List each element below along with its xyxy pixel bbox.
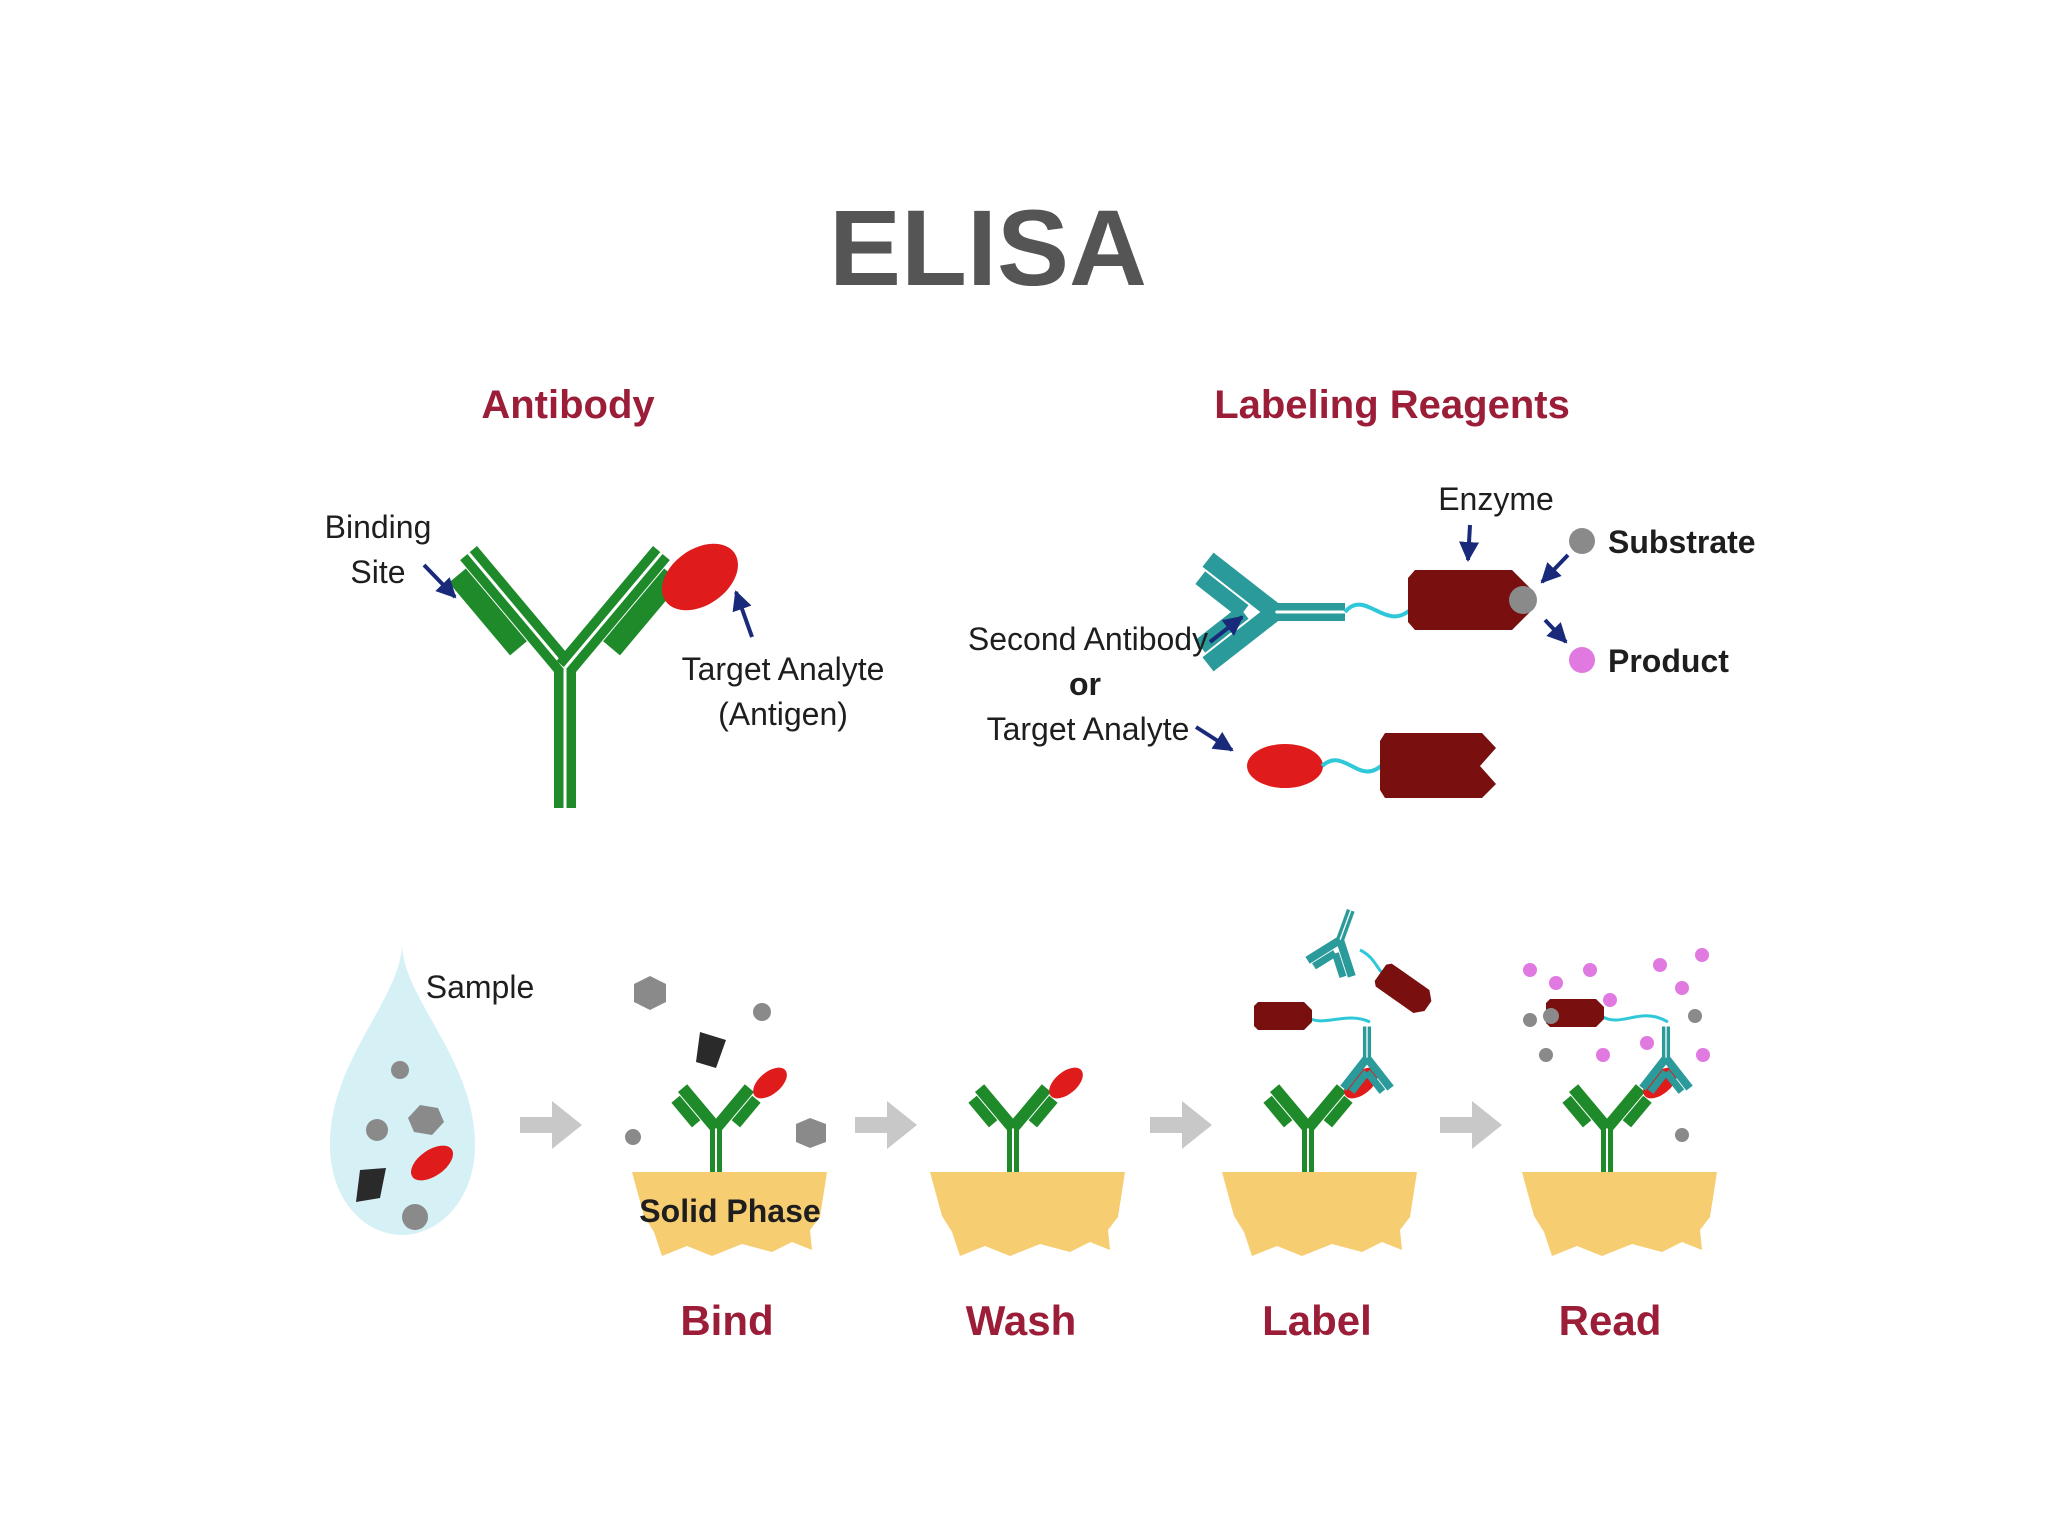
sample-droplet — [330, 945, 475, 1235]
step-read-label: Read — [1559, 1297, 1662, 1344]
process-arrow-4 — [1440, 1101, 1502, 1149]
target-analyte-pointer — [732, 590, 754, 638]
binding-site-pointer — [422, 563, 457, 599]
step-label-label: Label — [1262, 1297, 1372, 1344]
enzyme-label: Enzyme — [1438, 481, 1554, 517]
substrate-bound — [1509, 586, 1537, 614]
read-step-illustration — [1522, 948, 1717, 1256]
antigen-shape — [662, 543, 738, 611]
second-antibody-label: Second Antibody — [968, 621, 1208, 657]
process-arrow-2 — [855, 1101, 917, 1149]
substrate-legend-dot — [1569, 528, 1595, 554]
sample-label: Sample — [426, 969, 535, 1005]
label-step-illustration — [1222, 901, 1436, 1256]
binding-site-label-line2: Site — [350, 554, 405, 590]
antigen-label: (Antigen) — [718, 696, 848, 732]
target-analyte-reagent-pointer — [1194, 725, 1234, 752]
target-analyte-label: Target Analyte — [682, 651, 885, 687]
substrate-pointer — [1540, 553, 1570, 584]
process-arrow-1 — [520, 1101, 582, 1149]
product-pointer — [1543, 618, 1568, 644]
page-title: ELISA — [829, 187, 1147, 308]
bind-step-illustration — [625, 976, 827, 1256]
or-label: or — [1069, 666, 1101, 702]
section-labeling-heading: Labeling Reagents — [1214, 383, 1570, 427]
binding-site-label-line1: Binding — [325, 509, 432, 545]
product-label: Product — [1608, 643, 1729, 679]
solid-phase-label: Solid Phase — [639, 1193, 820, 1229]
antibody-illustration — [442, 543, 738, 808]
process-arrow-3 — [1150, 1101, 1212, 1149]
analyte-conjugate — [1247, 733, 1496, 798]
enzyme-pointer — [1459, 524, 1480, 562]
target-analyte-reagent-label: Target Analyte — [987, 711, 1190, 747]
second-antibody-conjugate — [1191, 552, 1537, 672]
wash-step-illustration — [930, 1067, 1125, 1256]
step-bind-label: Bind — [680, 1297, 773, 1344]
step-wash-label: Wash — [966, 1297, 1076, 1344]
second-antibody-pointer — [1208, 615, 1244, 644]
substrate-label: Substrate — [1608, 524, 1756, 560]
section-antibody-heading: Antibody — [481, 383, 655, 427]
product-legend-dot — [1569, 647, 1595, 673]
